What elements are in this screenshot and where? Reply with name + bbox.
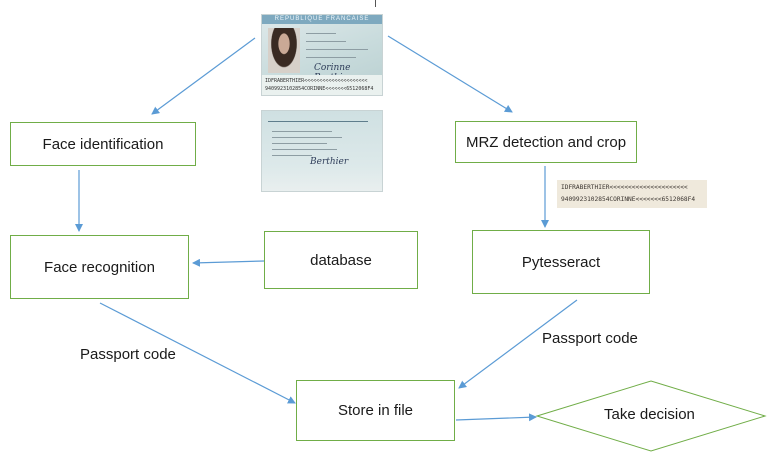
arrow-card-to-face-identification [151,37,256,115]
store-in-file-label: Store in file [337,402,414,419]
card-text-line [272,137,342,138]
card-text-line [272,143,327,144]
mrz-detection-node: MRZ detection and crop [455,121,637,163]
card-text-line [306,33,336,34]
id-card-photo [268,28,300,73]
left-passport-code-label: Passport code [80,346,176,363]
signature-image: Berthier [310,157,349,167]
face-identification-node: Face identification [10,122,196,166]
card-text-line [272,131,332,132]
database-node: database [264,231,418,289]
face-identification-label: Face identification [42,135,164,153]
pytesseract-node: Pytesseract [472,230,650,294]
card-stripe [268,121,368,122]
id-card-mrz-line-2: 9409923102854CORINNE<<<<<<<6512068F4 [265,86,374,92]
take-decision-label: Take decision [604,406,695,423]
id-card-mrz-line-1: IDFRABERTHIER<<<<<<<<<<<<<<<<<<<<< [265,78,368,84]
arrow-card-to-mrz-detection [387,35,513,113]
arrow-pytesseract-to-store [458,299,578,389]
take-decision-diamond [535,380,767,452]
id-card-header: REPUBLIQUE FRANCAISE [262,15,382,24]
card-text-line [272,149,337,150]
arrow-store-to-decision [455,413,537,422]
pytesseract-label: Pytesseract [521,253,601,271]
card-text-line [306,57,356,58]
card-text-line [272,155,312,156]
text-cursor [375,0,376,7]
id-card-mrz: IDFRABERTHIER<<<<<<<<<<<<<<<<<<<<< 94099… [262,75,382,95]
mrz-crop-line-1: IDFRABERTHIER<<<<<<<<<<<<<<<<<<<<< [561,184,688,191]
database-label: database [310,251,372,269]
id-card-front-image: REPUBLIQUE FRANCAISE Corinne Berthier ID… [261,14,383,96]
card-text-line [306,41,346,42]
id-card-back-image: Berthier [261,110,383,192]
right-passport-code-label: Passport code [542,330,638,347]
mrz-detection-label: MRZ detection and crop [465,133,627,151]
store-in-file-node: Store in file [296,380,455,441]
face-recognition-label: Face recognition [44,258,155,276]
mrz-crop-image: IDFRABERTHIER<<<<<<<<<<<<<<<<<<<<< 94099… [557,180,707,208]
arrow-recognition-to-store [99,302,296,404]
arrow-database-to-recognition [192,258,265,267]
mrz-crop-line-2: 9409923102854CORINNE<<<<<<<6512068F4 [561,196,696,203]
card-text-line [306,49,368,50]
face-recognition-node: Face recognition [10,235,189,299]
